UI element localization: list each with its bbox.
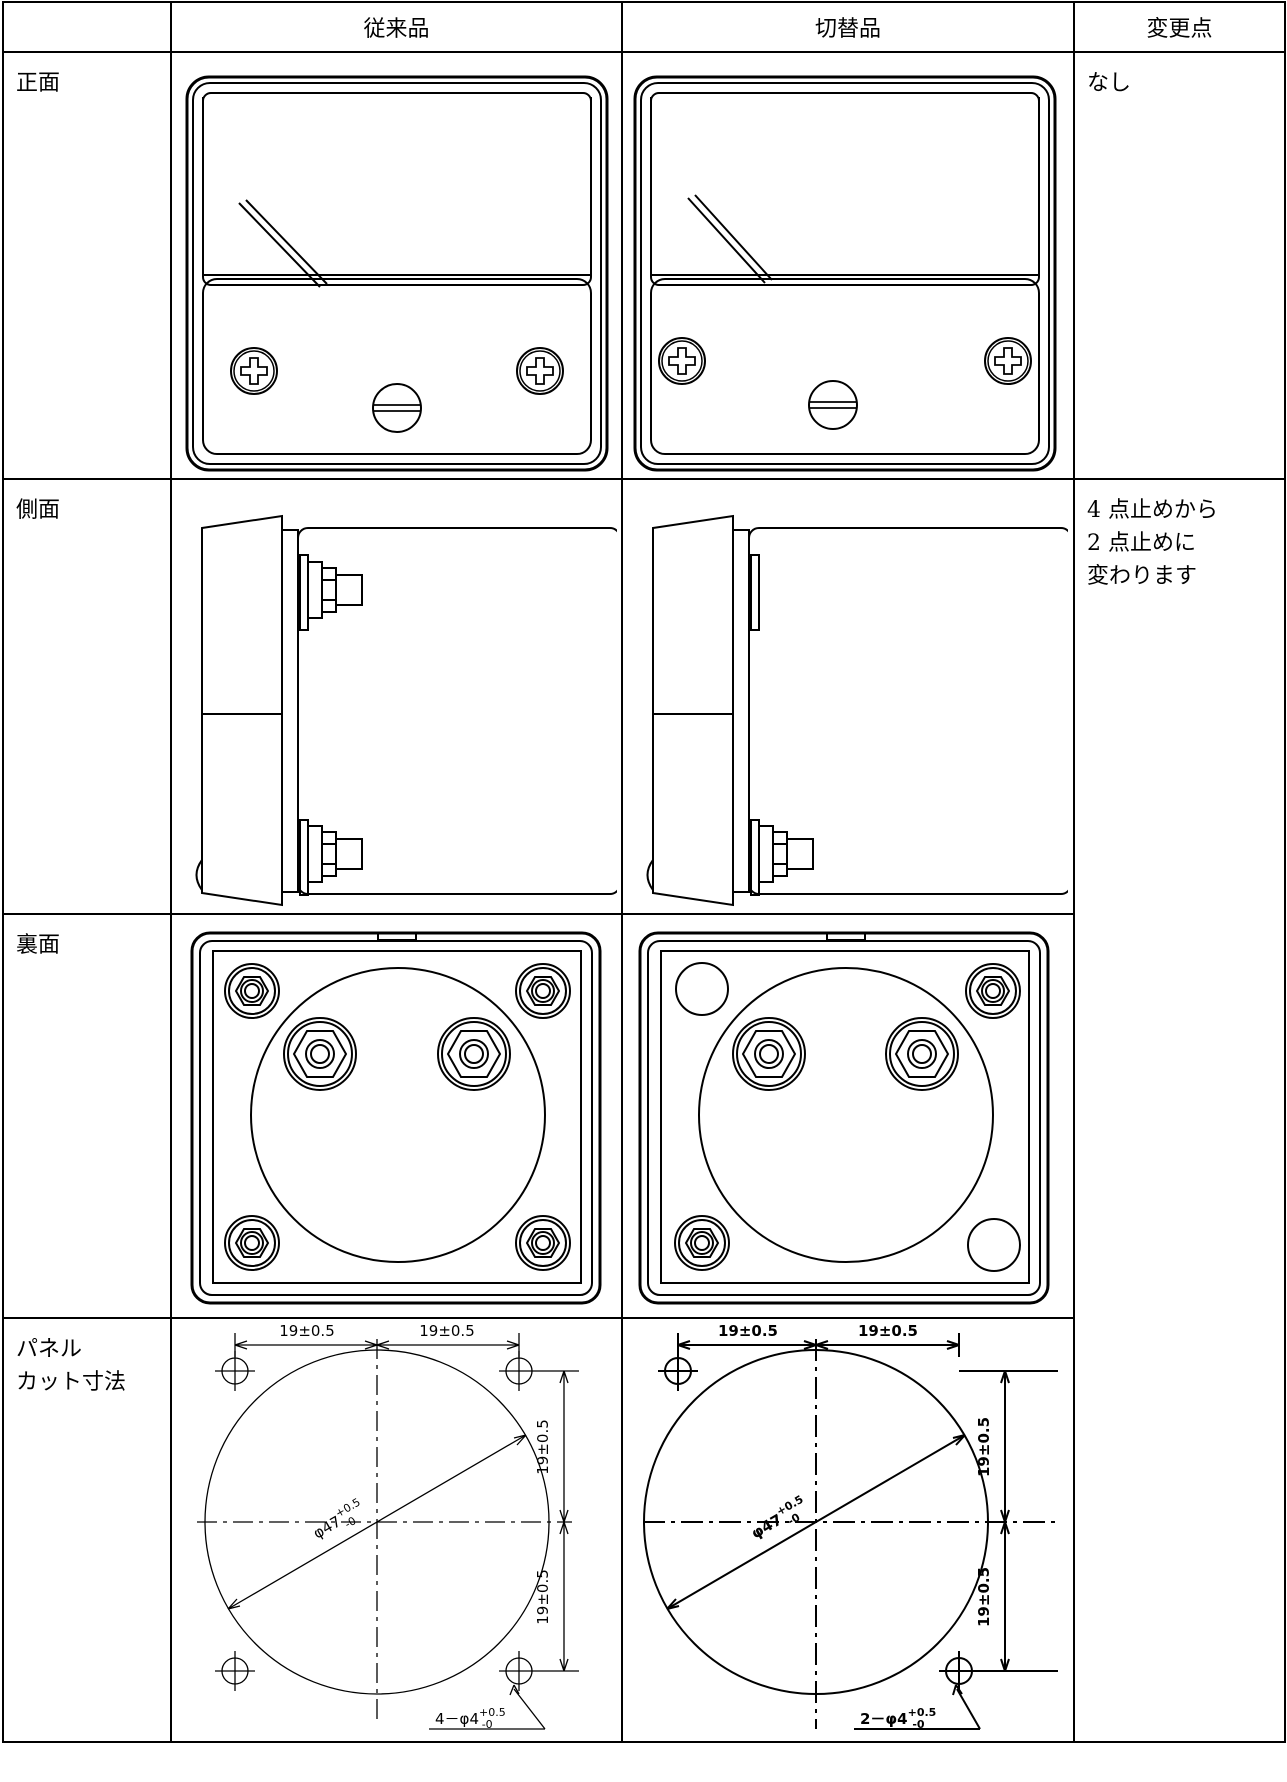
- hole-note-new: 2－φ4: [860, 1710, 908, 1728]
- empty-hole-br: [967, 1218, 1021, 1272]
- hole-tol-up-new: +0.5: [908, 1706, 937, 1719]
- row-front: 正面: [2, 51, 1286, 480]
- change-side-line-2: 2 点止めに: [1087, 531, 1196, 556]
- row-side: 側面: [2, 478, 1286, 1743]
- header-old-product: 従来品: [170, 1, 623, 53]
- screw-right: [515, 347, 564, 395]
- back-stud-tr: [514, 963, 571, 1019]
- hole-tol-lo-new: -0: [912, 1718, 925, 1731]
- side-view-drawing-old: [195, 514, 617, 907]
- dim-h2-old: 19±0.5: [419, 1322, 475, 1340]
- row-label-side: 側面: [2, 478, 172, 915]
- dim-v2-old: 19±0.5: [534, 1569, 552, 1625]
- mount-stud-top: [306, 561, 363, 619]
- comparison-table: 従来品 切替品 変更点 正面: [2, 1, 1286, 1743]
- hole-tol-up-old: +0.5: [478, 1706, 505, 1719]
- terminal-left: [282, 1017, 357, 1091]
- screw-left: [229, 347, 278, 395]
- back-stud-tl: [223, 963, 280, 1019]
- change-side-line-3: 変わります: [1087, 564, 1198, 589]
- panel-cut-old-figure: 19±0.5 19±0.5 19±0.5 19±0.5 φ47+0.5-0 4: [170, 1317, 623, 1743]
- mount-stud-bottom-new: [758, 825, 814, 883]
- back-old-figure: [170, 913, 623, 1319]
- panel-cut-new-figure: 19±0.5 19±0.5 19±0.5 19±0.5 φ47+0.5-0 2－…: [621, 1317, 1075, 1743]
- svg-text:φ47+0.5-0: φ47+0.5-0: [308, 1496, 370, 1547]
- dim-v1-old: 19±0.5: [534, 1419, 552, 1475]
- svg-text:4－φ4+0.5-0: 4－φ4+0.5-0: [435, 1706, 506, 1731]
- empty-hole-tl: [675, 962, 729, 1016]
- row-label-panel-cut: パネル カット寸法: [2, 1317, 172, 1743]
- change-front: なし: [1073, 51, 1286, 480]
- row-label-front: 正面: [2, 51, 172, 480]
- dim-h1-old: 19±0.5: [279, 1322, 335, 1340]
- back-stud-bl: [223, 1215, 280, 1271]
- terminal-right: [436, 1017, 511, 1091]
- svg-text:φ47+0.5-0: φ47+0.5-0: [746, 1493, 813, 1547]
- front-view-drawing-old: [185, 75, 608, 472]
- header-corner: [2, 1, 172, 53]
- dim-h2-new: 19±0.5: [858, 1322, 918, 1340]
- side-new-figure: [621, 478, 1075, 915]
- header-change-point: 変更点: [1073, 1, 1286, 53]
- back-view-drawing-new: [638, 931, 1050, 1305]
- back-stud-br: [514, 1215, 571, 1271]
- mount-stud-bottom: [306, 825, 363, 883]
- panel-cut-drawing-old: 19±0.5 19±0.5 19±0.5 19±0.5 φ47+0.5-0 4: [196, 1322, 579, 1731]
- dim-h1-new: 19±0.5: [718, 1322, 778, 1340]
- row-label-panel-cut-line-1: パネル: [16, 1337, 83, 1362]
- hole-tol-lo-old: -0: [481, 1718, 492, 1731]
- hole-tr: [498, 1351, 579, 1391]
- front-view-drawing-new: [633, 75, 1057, 472]
- header-new-product: 切替品: [621, 1, 1075, 53]
- hole-br: [498, 1651, 579, 1691]
- hole-bl: [214, 1651, 255, 1691]
- hole-note-old: 4－φ4: [435, 1710, 479, 1728]
- panel-cut-drawing-new: 19±0.5 19±0.5 19±0.5 19±0.5 φ47+0.5-0 2－…: [643, 1322, 1058, 1731]
- change-side-line-1: 4 点止めから: [1087, 498, 1218, 523]
- front-old-figure: [170, 51, 623, 480]
- row-label-back: 裏面: [2, 913, 172, 1319]
- row-panel-cut: パネル カット寸法 19±0.5 19±0.5: [2, 1317, 1285, 1743]
- row-back: 裏面: [2, 913, 1285, 1319]
- back-new-figure: [621, 913, 1075, 1319]
- dim-v1-new: 19±0.5: [975, 1417, 993, 1477]
- side-old-figure: [170, 478, 623, 915]
- zero-adjust-screw: [371, 383, 422, 433]
- front-new-figure: [621, 51, 1075, 480]
- change-side: 4 点止めから 2 点止めに 変わります: [1073, 478, 1286, 1743]
- side-view-drawing-new: [646, 514, 1068, 907]
- dim-v2-new: 19±0.5: [975, 1567, 993, 1627]
- back-view-drawing-old: [190, 931, 601, 1305]
- hole-tl: [214, 1351, 255, 1391]
- svg-text:2－φ4+0.5-0: 2－φ4+0.5-0: [860, 1706, 936, 1731]
- row-label-panel-cut-line-2: カット寸法: [16, 1370, 127, 1395]
- header-row: 従来品 切替品 変更点: [2, 1, 1286, 53]
